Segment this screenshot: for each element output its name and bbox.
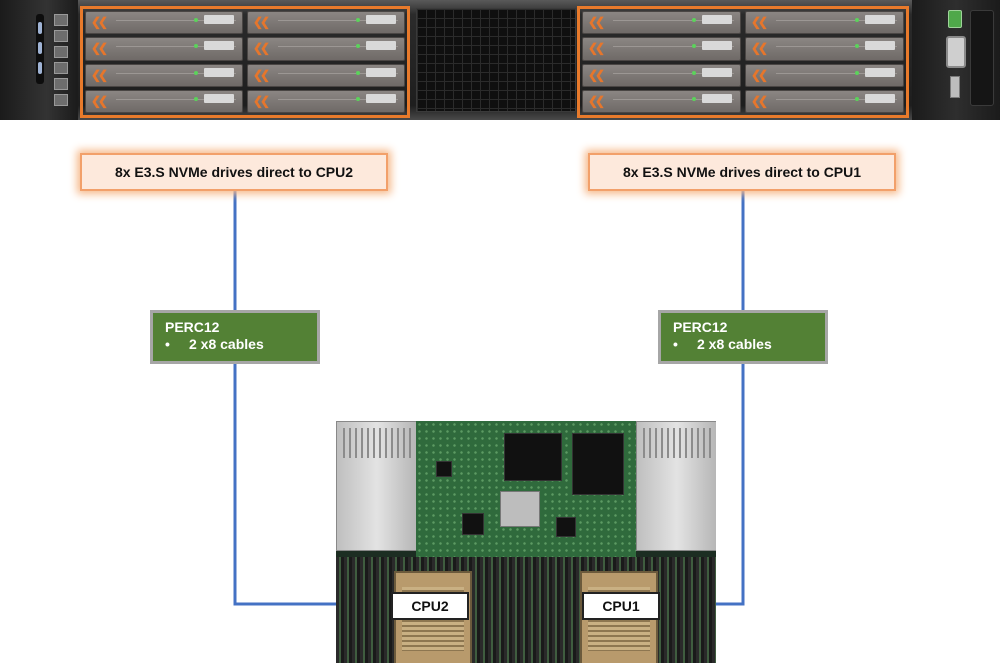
bullet: • (165, 336, 170, 352)
activity-led-icon (855, 96, 859, 101)
perc-title: PERC12 (673, 319, 728, 335)
release-lever-icon: ❮❮ (91, 67, 108, 82)
nvme-drive-bay: ❮❮ (745, 11, 904, 35)
rack-handle (970, 10, 994, 106)
release-lever-icon: ❮❮ (588, 93, 605, 108)
activity-led-icon (194, 70, 198, 75)
nvme-drive-bay: ❮❮ (247, 89, 405, 113)
front-ports (54, 14, 68, 106)
vga-port-icon (946, 36, 966, 68)
left-rack-ear (0, 0, 78, 120)
pcb (416, 421, 636, 561)
nvme-drive-bay: ❮❮ (582, 63, 741, 87)
callout-cpu2-drives: 8x E3.S NVMe drives direct to CPU2 (80, 153, 388, 191)
perc-title: PERC12 (165, 319, 220, 335)
nvme-drive-bay: ❮❮ (745, 89, 904, 113)
nvme-drive-bay: ❮❮ (582, 11, 741, 35)
nvme-drive-bay: ❮❮ (582, 89, 741, 113)
callout-cpu1-drives: 8x E3.S NVMe drives direct to CPU1 (588, 153, 896, 191)
psu-right (636, 421, 716, 551)
activity-led-icon (356, 96, 360, 101)
activity-led-icon (692, 18, 696, 22)
release-lever-icon: ❮❮ (253, 67, 270, 82)
drive-bays-cpu1: ❮❮ ❮❮ ❮❮ ❮❮ ❮❮ ❮❮ ❮❮ ❮❮ (577, 6, 909, 118)
motherboard-image (336, 421, 716, 663)
release-lever-icon: ❮❮ (91, 15, 108, 29)
release-lever-icon: ❮❮ (253, 41, 270, 56)
activity-led-icon (692, 70, 696, 75)
activity-led-icon (692, 96, 696, 101)
power-button-icon (948, 10, 962, 28)
activity-led-icon (356, 18, 360, 22)
release-lever-icon: ❮❮ (751, 67, 768, 82)
blank-bay-grille (416, 8, 576, 112)
activity-led-icon (855, 70, 859, 75)
perc-box-left: PERC12 • 2 x8 cables (150, 310, 320, 364)
nvme-drive-bay: ❮❮ (745, 37, 904, 61)
cpu2-label: CPU2 (391, 592, 469, 620)
activity-led-icon (194, 96, 198, 101)
activity-led-icon (692, 44, 696, 49)
server-front-panel: ❮❮ ❮❮ ❮❮ ❮❮ ❮❮ ❮❮ ❮❮ ❮❮ ❮❮ ❮❮ ❮❮ ❮❮ ❮❮ ❮❮ ❮❮ ❮❮ (0, 0, 1000, 120)
psu-left (336, 421, 418, 551)
release-lever-icon: ❮❮ (588, 41, 605, 56)
cpu1-label: CPU1 (582, 592, 660, 620)
release-lever-icon: ❮❮ (91, 41, 108, 56)
perc-cable-item: 2 x8 cables (189, 336, 264, 352)
release-lever-icon: ❮❮ (91, 93, 108, 108)
nvme-drive-bay: ❮❮ (745, 63, 904, 87)
release-lever-icon: ❮❮ (588, 67, 605, 82)
nvme-drive-bay: ❮❮ (85, 11, 243, 35)
nvme-drive-bay: ❮❮ (85, 37, 243, 61)
perc-cable-item: 2 x8 cables (697, 336, 772, 352)
release-lever-icon: ❮❮ (751, 15, 768, 29)
nvme-drive-bay: ❮❮ (582, 37, 741, 61)
release-lever-icon: ❮❮ (588, 15, 605, 29)
nvme-drive-bay: ❮❮ (247, 37, 405, 61)
release-lever-icon: ❮❮ (253, 93, 270, 108)
activity-led-icon (855, 18, 859, 22)
bullet: • (673, 336, 678, 352)
usb-port-icon (950, 76, 960, 98)
nvme-drive-bay: ❮❮ (85, 89, 243, 113)
activity-led-icon (194, 44, 198, 49)
activity-led-icon (356, 70, 360, 75)
activity-led-icon (855, 44, 859, 49)
drive-bays-cpu2: ❮❮ ❮❮ ❮❮ ❮❮ ❮❮ ❮❮ ❮❮ ❮❮ (80, 6, 410, 118)
release-lever-icon: ❮❮ (751, 41, 768, 56)
release-lever-icon: ❮❮ (751, 93, 768, 108)
activity-led-icon (356, 44, 360, 49)
nvme-drive-bay: ❮❮ (85, 63, 243, 87)
status-led-strip (36, 14, 44, 84)
perc-box-right: PERC12 • 2 x8 cables (658, 310, 828, 364)
nvme-drive-bay: ❮❮ (247, 63, 405, 87)
release-lever-icon: ❮❮ (253, 15, 270, 29)
activity-led-icon (194, 18, 198, 22)
nvme-drive-bay: ❮❮ (247, 11, 405, 35)
